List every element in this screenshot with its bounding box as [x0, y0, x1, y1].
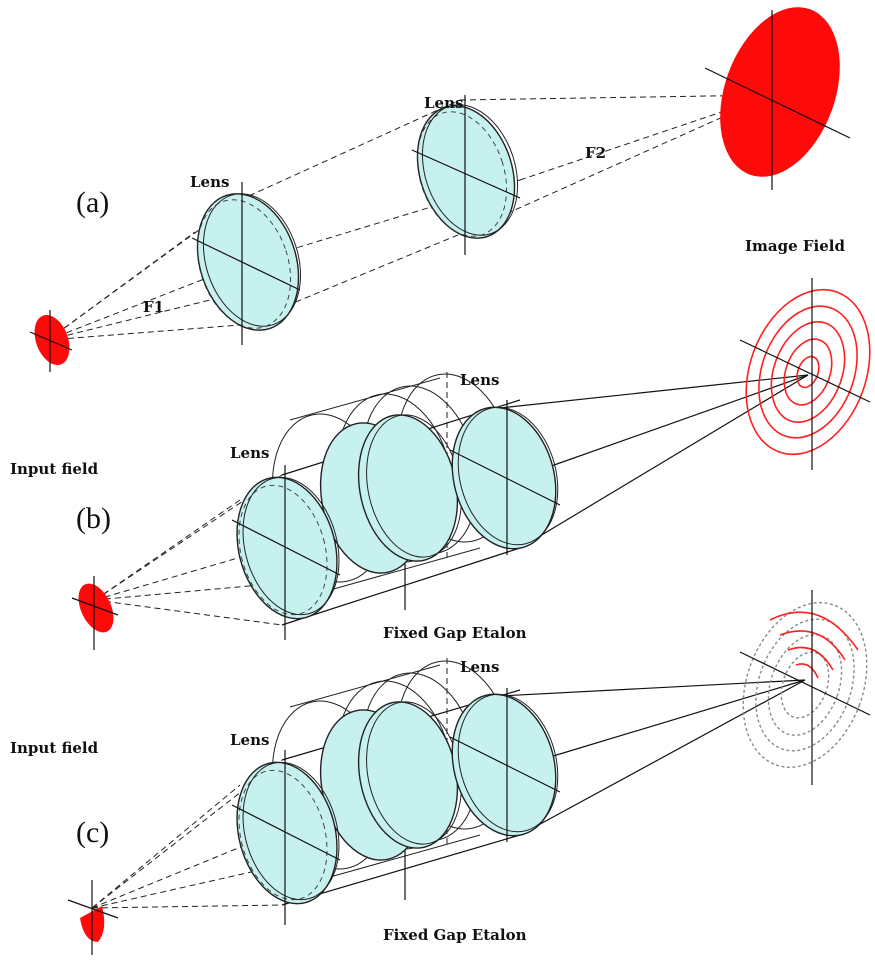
panel-a-image-label: Image Field: [745, 237, 845, 255]
panel-c-lens-2: [449, 688, 561, 842]
panel-a-label: (a): [76, 186, 109, 219]
panel-b-lens-right-label: Lens: [460, 371, 499, 389]
panel-a-f1-label: F1: [143, 298, 164, 316]
panel-c: (c) Input field Lens Lens Fixed Gap Etal…: [10, 590, 871, 955]
panel-c-ring-image: [739, 590, 871, 785]
panel-b-input-label: Input field: [10, 460, 99, 478]
panel-c-etalon-label: Fixed Gap Etalon: [383, 926, 527, 944]
panel-b-ring-image: [739, 278, 871, 470]
panel-a-lens-left-label: Lens: [190, 173, 229, 191]
panel-b-input-field: [71, 576, 119, 650]
panel-c-label: (c): [76, 816, 109, 849]
panel-a-input-field: [29, 310, 73, 372]
panel-b-etalon-plates: [319, 414, 462, 574]
panel-b-lens-left-label: Lens: [230, 444, 269, 462]
panel-a-lens-right-label: Lens: [424, 94, 463, 112]
panel-b: (b) Input field Lens Lens Fixed Gap Etal…: [10, 278, 871, 650]
panel-c-etalon-plates: [319, 701, 462, 861]
panel-b-lens-2: [449, 400, 561, 555]
panel-a-image-field: [704, 7, 851, 190]
panel-a: (a) Lens Lens F1 F2 Image Field: [29, 7, 851, 372]
panel-b-label: (b): [76, 502, 111, 535]
panel-b-etalon-label: Fixed Gap Etalon: [383, 624, 527, 642]
panel-b-lens-1: [231, 465, 341, 640]
panel-c-input-field: [67, 880, 119, 955]
panel-a-f2-label: F2: [585, 144, 606, 162]
panel-a-lens-1: [191, 182, 302, 345]
panel-a-lens-2: [411, 95, 521, 255]
panel-c-lens-left-label: Lens: [230, 731, 269, 749]
panel-c-lens-right-label: Lens: [460, 658, 499, 676]
panel-c-input-label: Input field: [10, 739, 99, 757]
panel-c-rays: [91, 679, 806, 909]
panel-c-lens-1: [231, 750, 341, 925]
